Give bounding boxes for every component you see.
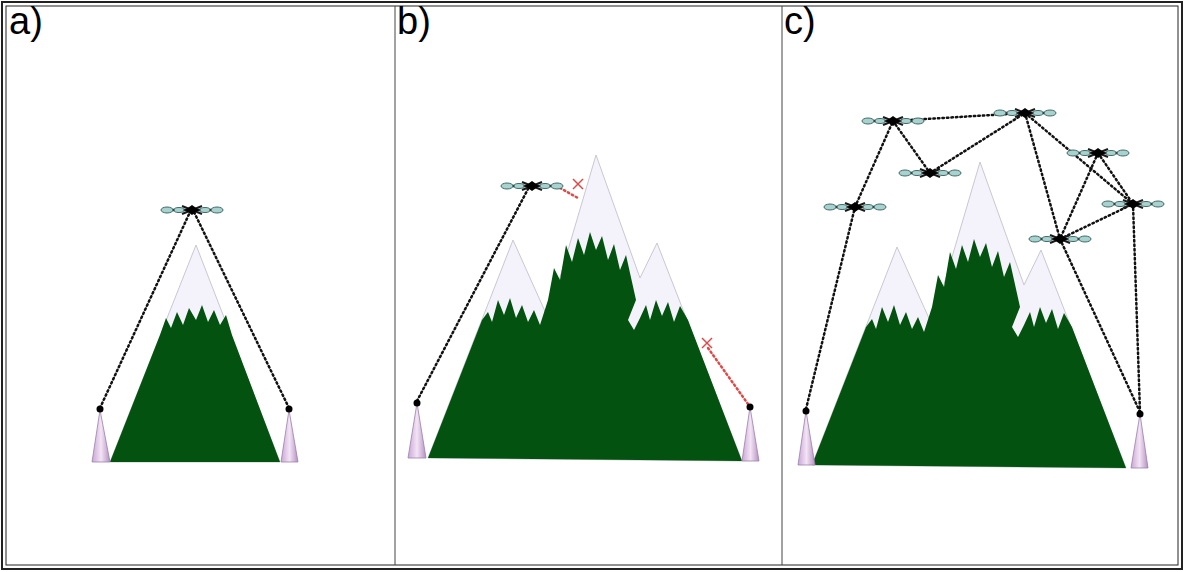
panel-divider [395, 6, 396, 565]
drone [899, 168, 961, 178]
ground-tower [408, 403, 426, 458]
radio-link [1098, 153, 1133, 204]
radio-link [1025, 113, 1133, 204]
blocked-mark [702, 338, 712, 348]
ground-tower [798, 411, 815, 465]
blocked-link [560, 188, 578, 198]
radio-link [417, 189, 528, 401]
mountain-range [428, 155, 742, 461]
radio-link [893, 121, 930, 173]
radio-link [1025, 113, 1060, 239]
panel-a-scene [92, 205, 298, 462]
mountain-range [812, 162, 1126, 468]
drone [1102, 199, 1164, 209]
radio-link [194, 212, 289, 408]
drone [994, 108, 1056, 118]
antenna-dot [1137, 411, 1144, 418]
mountain-snow [110, 245, 280, 462]
blocked-mark [573, 179, 583, 189]
blocked-link [708, 348, 748, 404]
drone [161, 205, 223, 215]
drone [1067, 148, 1129, 158]
ground-tower [281, 410, 298, 462]
radio-link [855, 121, 893, 207]
radio-link [1133, 204, 1140, 412]
ground-tower [92, 410, 110, 462]
radio-link [1060, 239, 1140, 412]
antenna-dot [97, 406, 104, 413]
radio-link [1060, 153, 1098, 239]
panel-c-scene [798, 108, 1164, 468]
panel-label: c) [784, 2, 816, 40]
antenna-dot [747, 404, 754, 411]
panel-label: a) [9, 2, 43, 40]
radio-link [1060, 204, 1133, 239]
antenna-dot [803, 408, 810, 415]
blocked-mark [702, 338, 712, 348]
radio-link [806, 207, 855, 409]
drone [501, 181, 563, 191]
antenna-dot [286, 406, 293, 413]
drone [1029, 234, 1091, 244]
drone [824, 202, 886, 212]
mesh-links [806, 113, 1140, 412]
panel-label: b) [397, 2, 431, 40]
panel-b-scene [408, 155, 759, 461]
inner-frame [6, 6, 1178, 565]
antenna-dot [414, 400, 421, 407]
panel-divider [782, 6, 783, 565]
radio-link [100, 212, 190, 408]
ground-tower [1131, 414, 1148, 468]
drone [862, 116, 924, 126]
radio-link [930, 113, 1025, 173]
blocked-mark [573, 179, 583, 189]
ground-tower [742, 407, 759, 461]
